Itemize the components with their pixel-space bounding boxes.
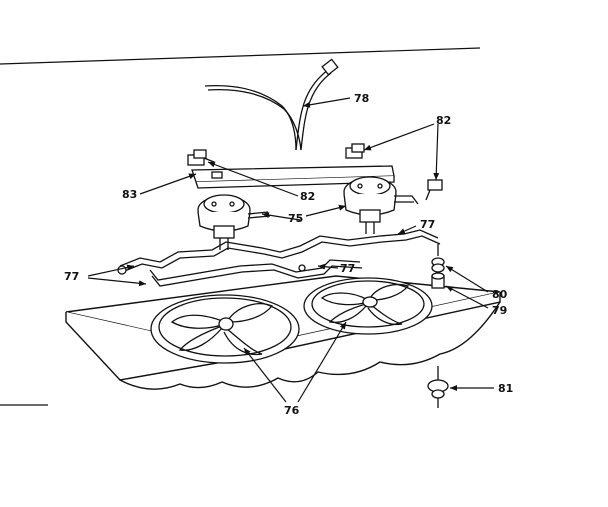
fan-blade-right bbox=[303, 277, 433, 335]
fan-motor-right bbox=[343, 176, 419, 234]
callout-79: 79 bbox=[492, 304, 507, 317]
callout-83: 83 bbox=[122, 188, 137, 201]
top-rule bbox=[0, 47, 481, 65]
grommet-79 bbox=[431, 272, 445, 289]
power-cord bbox=[204, 58, 339, 151]
mounting-foot-81 bbox=[427, 366, 449, 408]
callout-75: 75 bbox=[288, 212, 303, 225]
callout-82-mid: 82 bbox=[300, 190, 315, 203]
callout-77-center: 77 bbox=[340, 262, 355, 275]
bracket-clip-left bbox=[187, 149, 215, 166]
callout-81: 81 bbox=[498, 382, 513, 395]
callout-77-left: 77 bbox=[64, 270, 79, 283]
callout-76: 76 bbox=[284, 404, 300, 417]
leader-lines bbox=[87, 97, 494, 403]
callout-80: 80 bbox=[492, 288, 508, 301]
motor-clip bbox=[425, 179, 443, 201]
fan-motor-left bbox=[197, 194, 271, 250]
bracket-clip-right bbox=[345, 143, 365, 159]
fan-blade-left bbox=[150, 294, 300, 364]
callout-78: 78 bbox=[354, 92, 369, 105]
grommet-80 bbox=[431, 244, 445, 273]
wire-harness bbox=[117, 229, 441, 287]
callout-82-top: 82 bbox=[436, 114, 451, 127]
callout-77-right: 77 bbox=[420, 218, 435, 231]
